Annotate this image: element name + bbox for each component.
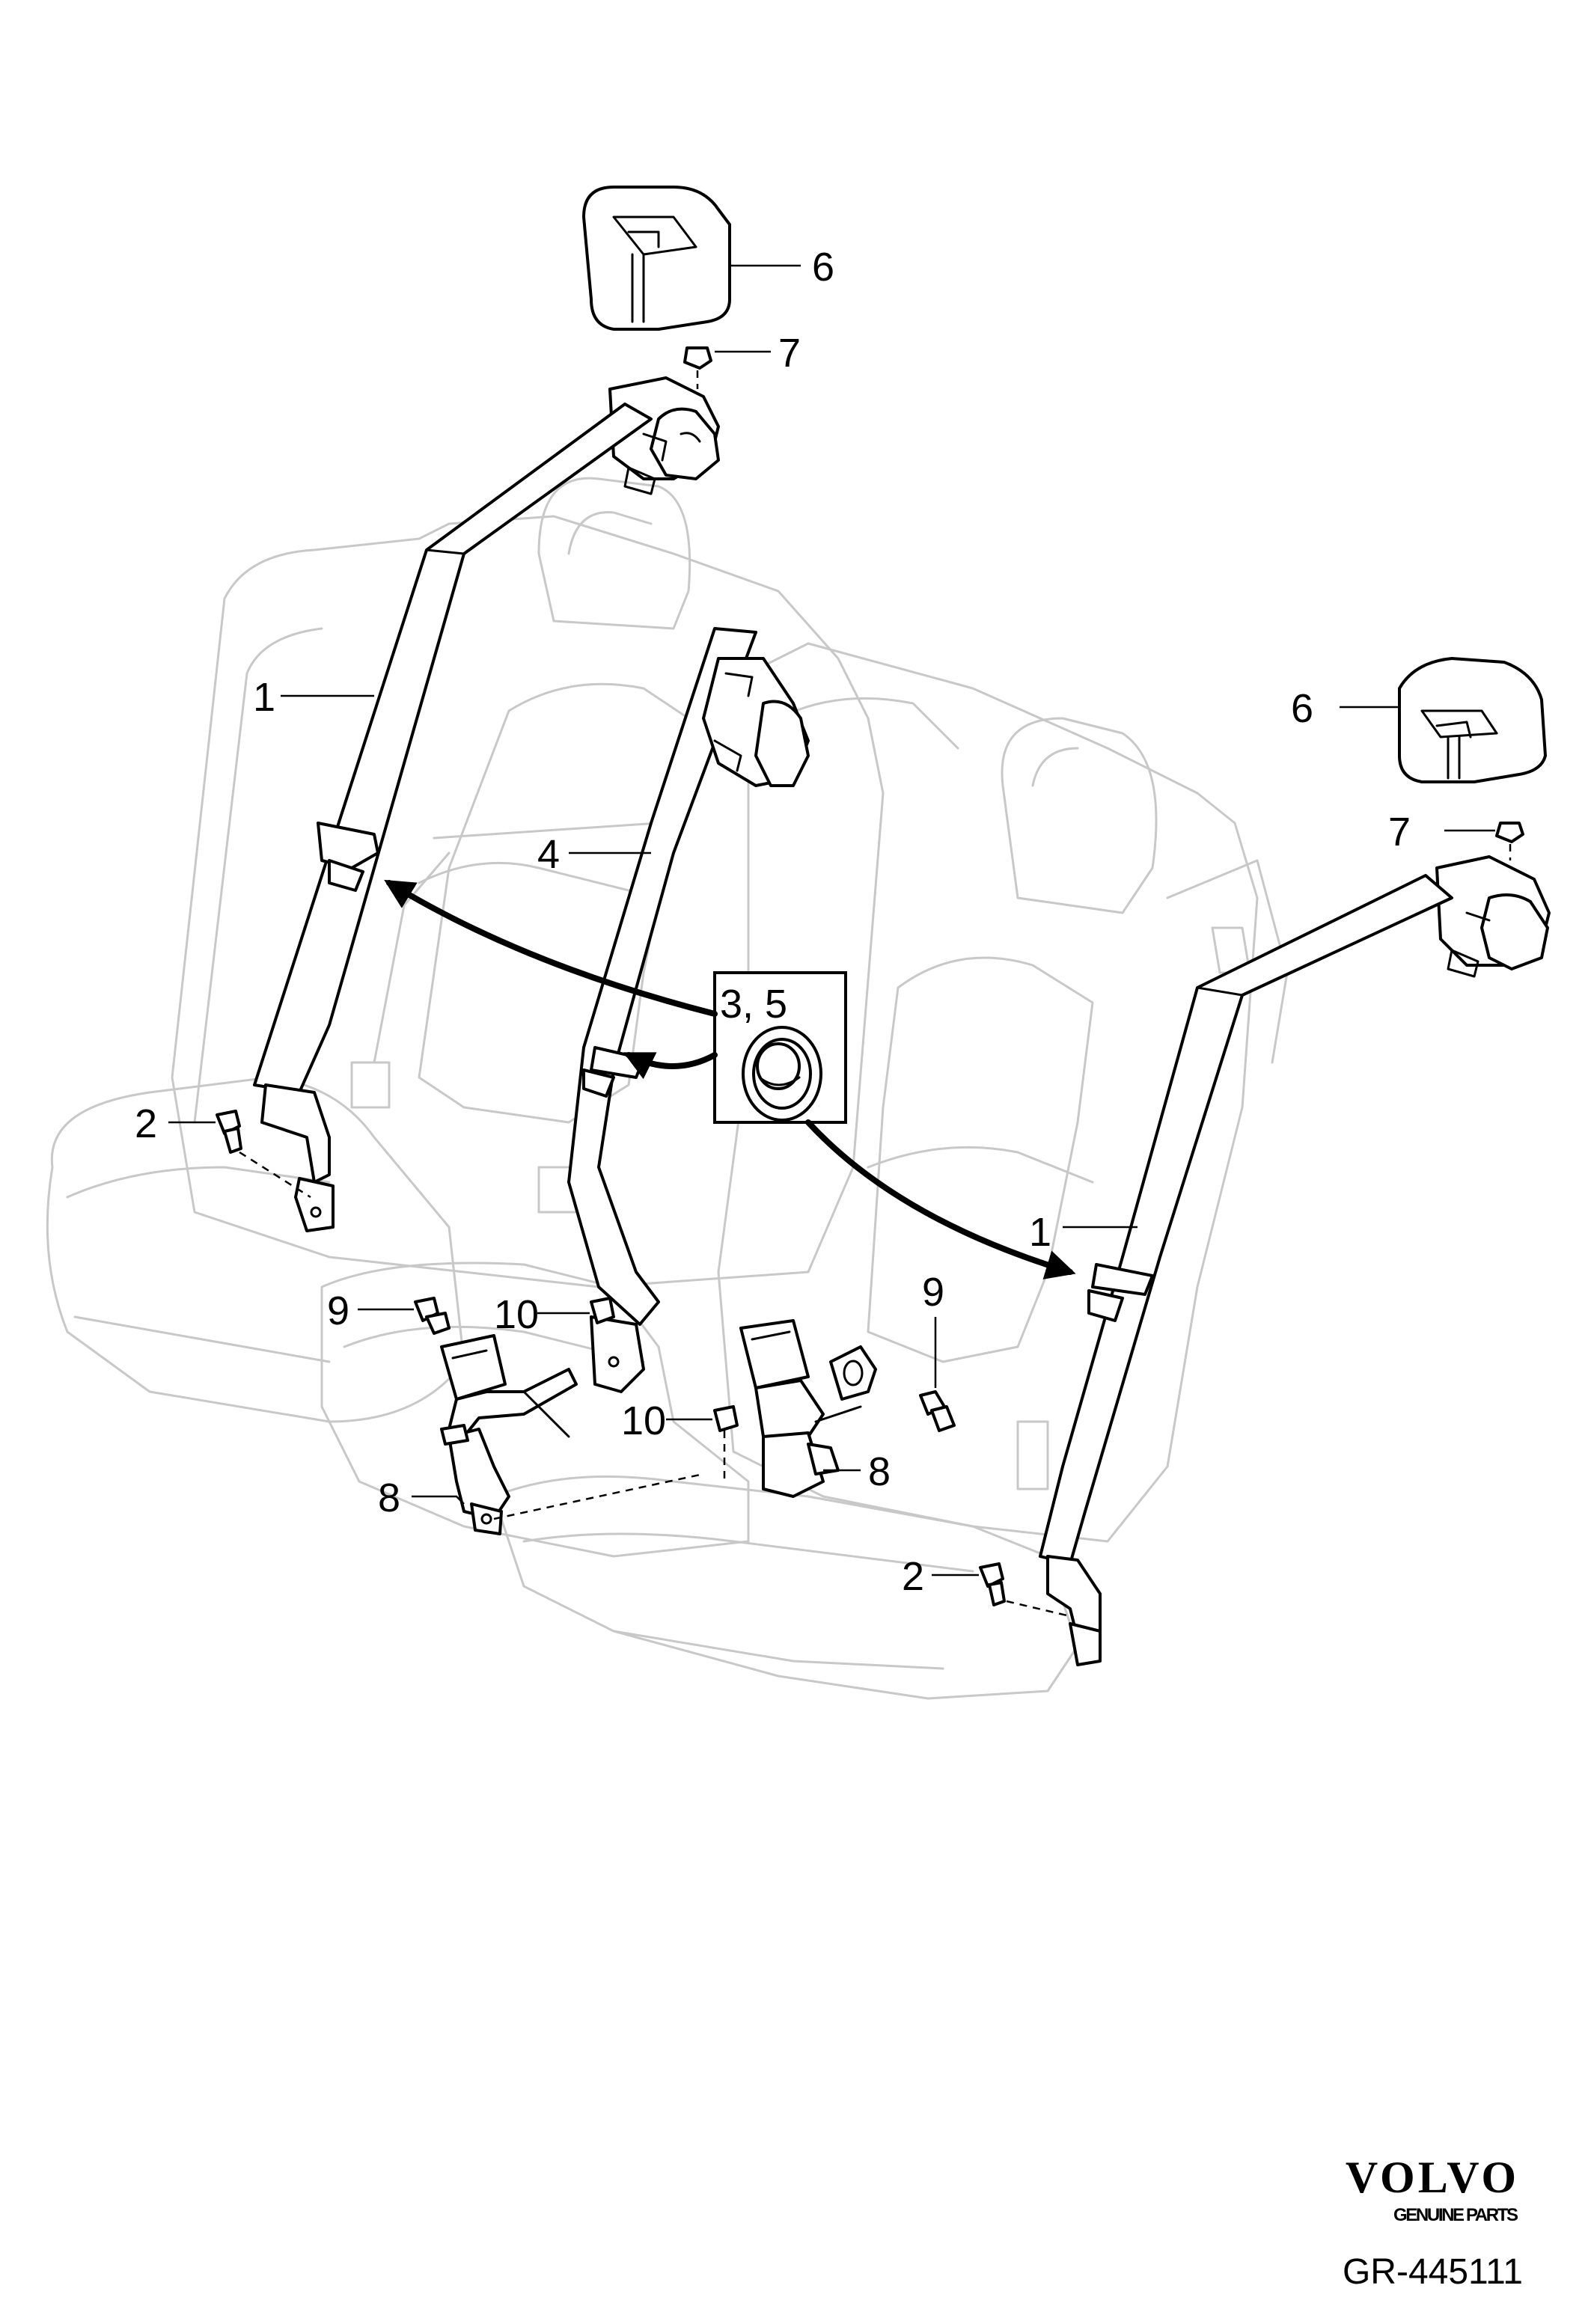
nut-right [1495,822,1524,843]
belt-1-left [253,403,653,1232]
buckle-8-right [739,1319,877,1498]
reference-arrows [384,879,1076,1279]
detail-box-3-5 [713,971,847,1124]
callout-10-right: 10 [621,1398,666,1443]
callout-7-right: 7 [1388,810,1411,854]
callout-10-left: 10 [494,1292,539,1337]
callout-9-right: 9 [922,1270,944,1315]
retractor-cover-right [1398,657,1547,783]
callout-labels: 6 7 1 6 7 4 3, 5 2 1 9 10 9 10 8 8 2 [135,245,1411,1599]
callout-3-5: 3, 5 [720,982,787,1027]
callout-6-right: 6 [1291,686,1313,731]
callout-7-top: 7 [778,331,801,376]
retractor-cover-top [582,186,731,331]
brand-logo: VOLVO [1346,2153,1519,2202]
callout-1-left: 1 [253,675,275,720]
callout-2-left: 2 [135,1101,157,1146]
callout-2-right: 2 [902,1554,924,1599]
leader-8-left [412,1495,465,1505]
nut-10-right [713,1405,739,1432]
retractor-top-left [608,376,720,495]
buckle-8-left [440,1334,578,1535]
belt-4-center [567,627,810,1393]
reference-number: GR-445111 [1343,2252,1523,2292]
callout-8-left: 8 [378,1476,400,1520]
callout-4: 4 [537,832,560,877]
bolt-9-right [919,1390,956,1432]
callout-8-right: 8 [868,1449,891,1494]
bolt-2-left [216,1110,242,1154]
callout-9-left: 9 [327,1288,349,1333]
brand-subtitle: GENUINE PARTS [1393,2205,1519,2225]
callout-6-top: 6 [812,245,834,290]
retractor-right [1435,855,1551,978]
belt-1-right [1039,874,1453,1666]
nut-top [683,346,712,370]
rear-seat-outline [46,477,1289,1700]
bolt-9-left [414,1297,451,1335]
footer: VOLVO GENUINE PARTS GR-445111 [1343,2153,1523,2292]
bolt-2-right [979,1562,1006,1606]
nut-10-left [590,1297,615,1324]
callout-1-right: 1 [1029,1210,1051,1255]
